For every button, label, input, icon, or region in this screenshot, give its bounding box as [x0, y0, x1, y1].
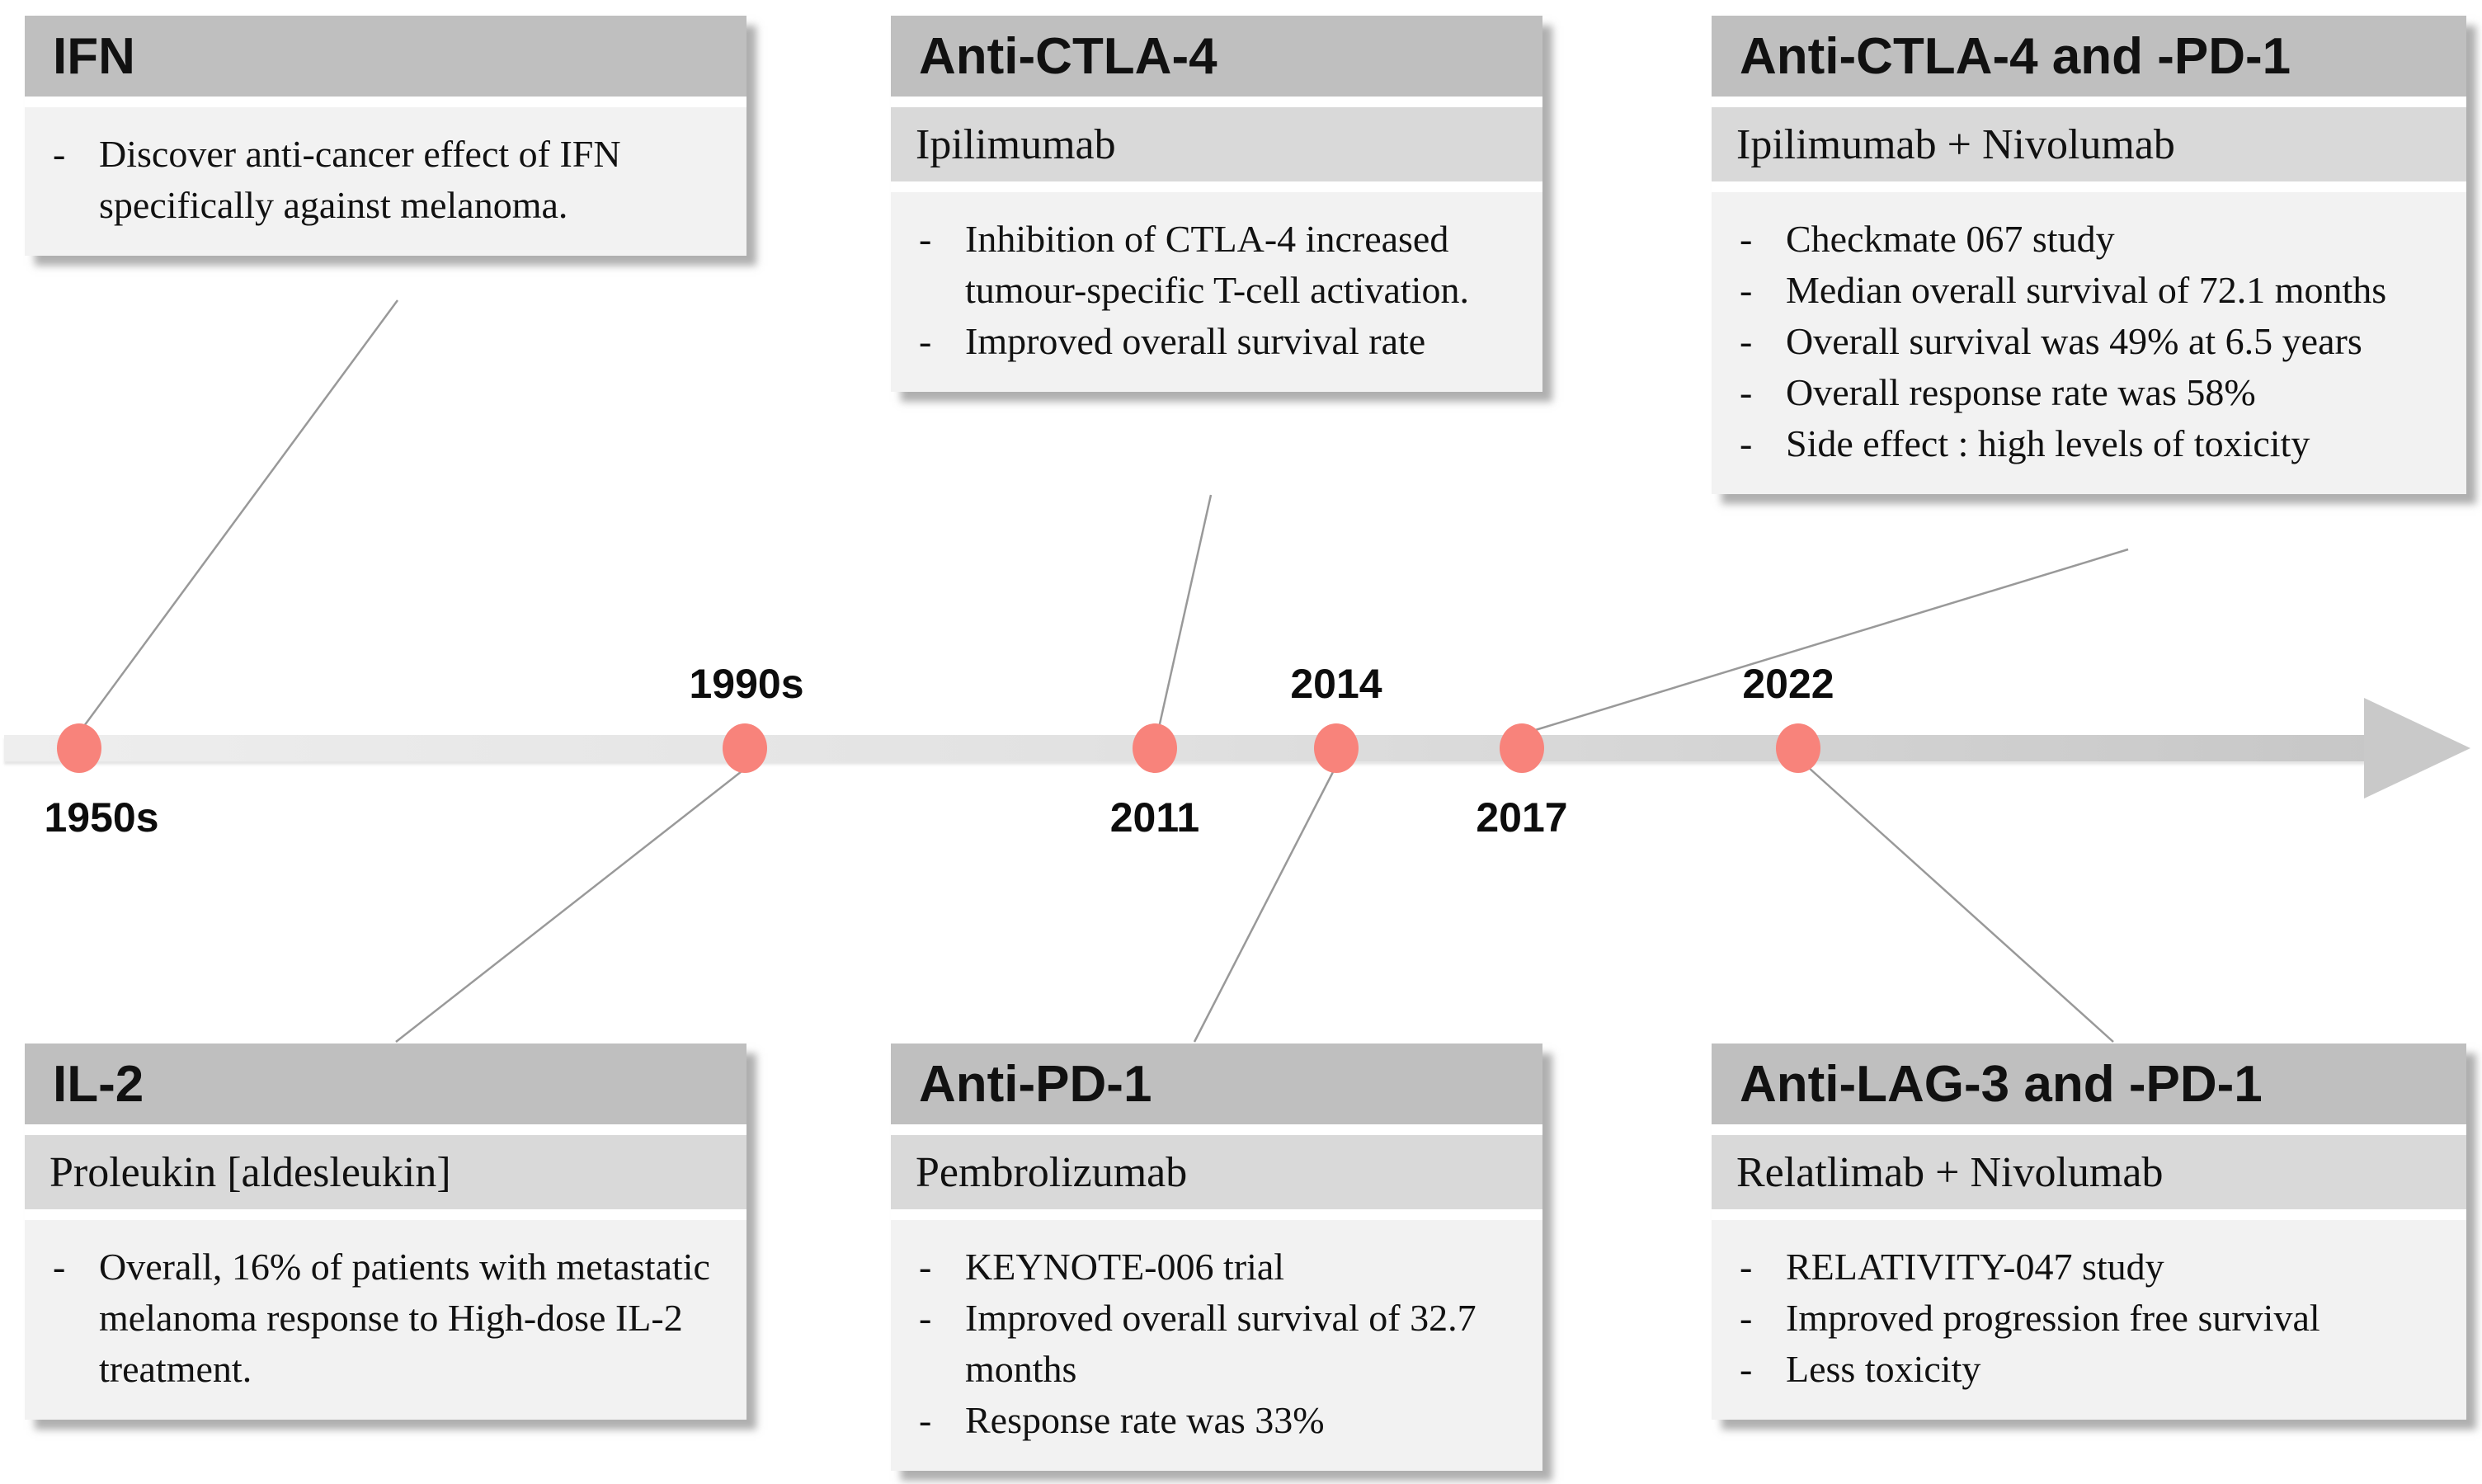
year-label-2022: 2022: [1742, 661, 1834, 707]
event-box-anti-ctla4-pd1: Anti-CTLA-4 and -PD-1 Ipilimumab + Nivol…: [1712, 16, 2466, 494]
bullet-item: - RELATIVITY-047 study: [1733, 1241, 2448, 1293]
event-box-body: - Inhibition of CTLA-4 increased tumour-…: [891, 192, 1542, 392]
bullet-marker: -: [1740, 218, 1753, 260]
event-box-subheader: Ipilimumab: [891, 107, 1542, 181]
bullet-text: Improved overall survival of 32.7 months: [965, 1297, 1476, 1390]
event-box-subtitle: Ipilimumab: [916, 120, 1116, 168]
bullet-text: RELATIVITY-047 study: [1786, 1246, 2164, 1288]
event-box-il2: IL-2 Proleukin [aldesleukin] - Overall, …: [25, 1044, 746, 1420]
event-box-body: - KEYNOTE-006 trial - Improved overall s…: [891, 1220, 1542, 1471]
event-box-title: Anti-CTLA-4: [919, 27, 1217, 85]
bullet-item: - Overall survival was 49% at 6.5 years: [1733, 316, 2448, 367]
bullet-text: Improved overall survival rate: [965, 320, 1426, 362]
bullet-marker: -: [919, 1399, 932, 1441]
event-box-subtitle: Proleukin [aldesleukin]: [49, 1148, 451, 1196]
event-box-subheader: Proleukin [aldesleukin]: [25, 1135, 746, 1209]
bullet-marker: -: [1740, 320, 1753, 362]
bullet-item: - Overall response rate was 58%: [1733, 367, 2448, 418]
bullet-text: Median overall survival of 72.1 months: [1786, 269, 2387, 311]
bullet-item: - Improved progression free survival: [1733, 1293, 2448, 1344]
event-box-header: Anti-LAG-3 and -PD-1: [1712, 1044, 2466, 1124]
event-box-title: Anti-LAG-3 and -PD-1: [1740, 1055, 2263, 1113]
bullet-marker: -: [53, 133, 66, 175]
bullet-text: Overall survival was 49% at 6.5 years: [1786, 320, 2362, 362]
bullet-item: - Side effect : high levels of toxicity: [1733, 418, 2448, 469]
event-box-body: - Checkmate 067 study - Median overall s…: [1712, 192, 2466, 494]
bullet-marker: -: [1740, 1348, 1753, 1390]
bullet-text: Improved progression free survival: [1786, 1297, 2320, 1339]
bullet-item: - Improved overall survival of 32.7 mont…: [912, 1293, 1524, 1395]
bullet-marker: -: [919, 1297, 932, 1339]
event-box-anti-lag3-pd1: Anti-LAG-3 and -PD-1 Relatlimab + Nivolu…: [1712, 1044, 2466, 1420]
event-box-subtitle: Ipilimumab + Nivolumab: [1736, 120, 2175, 168]
event-box-subheader: Pembrolizumab: [891, 1135, 1542, 1209]
event-box-body: - RELATIVITY-047 study - Improved progre…: [1712, 1220, 2466, 1420]
bullet-text: Less toxicity: [1786, 1348, 1981, 1390]
connector-line: [1807, 766, 2114, 1043]
event-box-header: IL-2: [25, 1044, 746, 1124]
event-box-subtitle: Pembrolizumab: [916, 1148, 1188, 1196]
bullet-marker: -: [1740, 422, 1753, 464]
bullet-item: - Median overall survival of 72.1 months: [1733, 265, 2448, 316]
bullet-item: - KEYNOTE-006 trial: [912, 1241, 1524, 1293]
bullet-marker: -: [1740, 371, 1753, 413]
bullet-text: KEYNOTE-006 trial: [965, 1246, 1285, 1288]
connector-line: [1157, 494, 1213, 728]
bullet-item: - Overall, 16% of patients with metastat…: [46, 1241, 728, 1395]
bullet-item: - Response rate was 33%: [912, 1395, 1524, 1446]
event-box-title: IFN: [53, 27, 135, 85]
bullet-marker: -: [1740, 269, 1753, 311]
event-box-anti-pd1: Anti-PD-1 Pembrolizumab - KEYNOTE-006 tr…: [891, 1044, 1542, 1471]
event-box-header: Anti-CTLA-4: [891, 16, 1542, 97]
bullet-marker: -: [919, 218, 932, 260]
bullet-text: Side effect : high levels of toxicity: [1786, 422, 2310, 464]
event-box-subtitle: Relatlimab + Nivolumab: [1736, 1148, 2164, 1196]
bullet-marker: -: [1740, 1297, 1753, 1339]
event-box-title: IL-2: [53, 1055, 144, 1113]
year-label-2017: 2017: [1476, 794, 1568, 841]
event-box-title: Anti-PD-1: [919, 1055, 1152, 1113]
bullet-item: - Checkmate 067 study: [1733, 214, 2448, 265]
event-box-header: Anti-CTLA-4 and -PD-1: [1712, 16, 2466, 97]
bullet-marker: -: [53, 1246, 66, 1288]
connector-line: [395, 768, 746, 1043]
bullet-item: - Discover anti-cancer effect of IFN spe…: [46, 129, 728, 231]
bullet-item: - Less toxicity: [1733, 1344, 2448, 1395]
bullet-text: Overall, 16% of patients with metastatic…: [99, 1246, 710, 1390]
event-box-anti-ctla4: Anti-CTLA-4 Ipilimumab - Inhibition of C…: [891, 16, 1542, 392]
bullet-marker: -: [919, 1246, 932, 1288]
bullet-text: Overall response rate was 58%: [1786, 371, 2256, 413]
timeline-arrowhead: [2364, 698, 2470, 799]
event-box-body: - Discover anti-cancer effect of IFN spe…: [25, 107, 746, 256]
year-label-1990s: 1990s: [689, 661, 804, 707]
timeline-bar: [4, 735, 2373, 761]
bullet-text: Checkmate 067 study: [1786, 218, 2115, 260]
bullet-marker: -: [1740, 1246, 1753, 1288]
bullet-text: Response rate was 33%: [965, 1399, 1325, 1441]
year-label-2011: 2011: [1109, 794, 1200, 841]
year-label-1950s: 1950s: [44, 794, 159, 841]
event-box-body: - Overall, 16% of patients with metastat…: [25, 1220, 746, 1420]
bullet-item: - Improved overall survival rate: [912, 316, 1524, 367]
event-box-subheader: Ipilimumab + Nivolumab: [1712, 107, 2466, 181]
year-label-2014: 2014: [1290, 661, 1382, 707]
event-box-ifn: IFN - Discover anti-cancer effect of IFN…: [25, 16, 746, 256]
event-box-subheader: Relatlimab + Nivolumab: [1712, 1135, 2466, 1209]
bullet-text: Inhibition of CTLA-4 increased tumour-sp…: [965, 218, 1469, 311]
event-box-header: IFN: [25, 16, 746, 97]
bullet-marker: -: [919, 320, 932, 362]
event-box-header: Anti-PD-1: [891, 1044, 1542, 1124]
bullet-text: Discover anti-cancer effect of IFN speci…: [99, 133, 621, 226]
connector-line: [82, 299, 399, 727]
event-box-title: Anti-CTLA-4 and -PD-1: [1740, 27, 2291, 85]
bullet-item: - Inhibition of CTLA-4 increased tumour-…: [912, 214, 1524, 316]
